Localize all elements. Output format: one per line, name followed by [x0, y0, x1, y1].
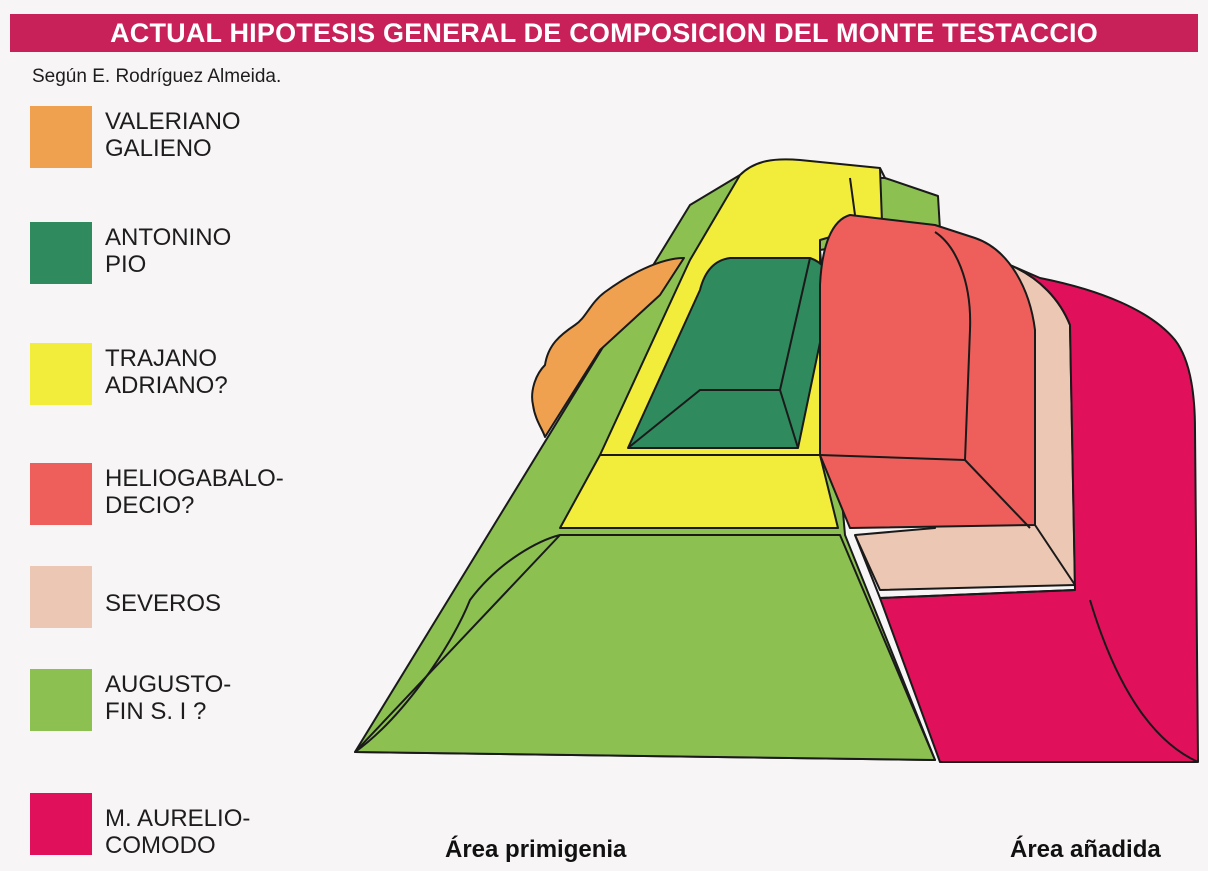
layer-valeriano	[531, 257, 685, 438]
layer-antonino-inner	[627, 257, 811, 449]
legend-item-valeriano: VALERIANO GALIENO	[30, 106, 370, 176]
title-bar: ACTUAL HIPOTESIS GENERAL DE COMPOSICION …	[10, 14, 1198, 52]
legend-item-augusto: AUGUSTO- FIN S. I ?	[30, 669, 370, 739]
legend-swatch-aurelio	[30, 793, 92, 855]
legend-label-heliogabalo: HELIOGABALO- DECIO?	[105, 465, 284, 519]
legend-label-trajano: TRAJANO ADRIANO?	[105, 345, 228, 399]
figure-title: ACTUAL HIPOTESIS GENERAL DE COMPOSICION …	[110, 18, 1098, 48]
seam-lines	[560, 167, 1076, 599]
seam-curve	[354, 534, 561, 753]
seam-curve-right	[1089, 599, 1199, 763]
legend-item-antonino: ANTONINO PIO	[30, 222, 370, 292]
layer-aurelio	[879, 264, 1199, 763]
legend-label-aurelio: M. AURELIO- COMODO	[105, 805, 251, 859]
legend-item-heliogabalo: HELIOGABALO- DECIO?	[30, 463, 370, 533]
legend-swatch-antonino	[30, 222, 92, 284]
legend-label-antonino: ANTONINO PIO	[105, 224, 232, 278]
area-primigenia-label: Área primigenia	[445, 836, 627, 863]
legend-item-severos: SEVEROS	[30, 566, 370, 636]
layer-heliogabalo	[819, 214, 1036, 529]
legend-swatch-severos	[30, 566, 92, 628]
legend-swatch-valeriano	[30, 106, 92, 168]
legend-item-aurelio: M. AURELIO- COMODO	[30, 793, 370, 863]
legend-swatch-augusto	[30, 669, 92, 731]
layer-heliogabalo-inner	[819, 231, 1031, 529]
legend-item-trajano: TRAJANO ADRIANO?	[30, 343, 370, 413]
legend-label-valeriano: VALERIANO GALIENO	[105, 108, 241, 162]
legend-label-severos: SEVEROS	[105, 590, 222, 617]
area-anadida-label: Área añadida	[1010, 836, 1161, 863]
legend-swatch-heliogabalo	[30, 463, 92, 525]
source-credit: Según E. Rodríguez Almeida.	[32, 66, 282, 87]
legend-label-augusto: AUGUSTO- FIN S. I ?	[105, 671, 232, 725]
legend-swatch-trajano	[30, 343, 92, 405]
